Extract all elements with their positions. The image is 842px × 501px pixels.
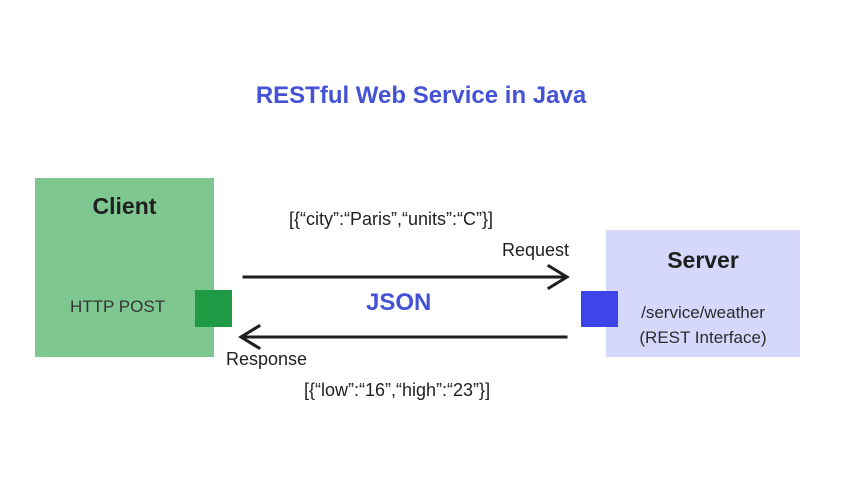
client-title: Client (92, 193, 157, 219)
diagram-title: RESTful Web Service in Java (255, 82, 587, 109)
request-payload: [{“city”:“Paris”,“units”:“C”}] (289, 209, 494, 229)
response-label: Response (226, 349, 308, 369)
request-label: Request (502, 240, 570, 260)
server-node: Server /service/weather (REST Interface) (606, 230, 800, 357)
server-details: /service/weather (REST Interface) (606, 300, 800, 350)
client-port (195, 290, 232, 327)
server-title: Server (667, 247, 739, 273)
client-method-label: HTTP POST (70, 297, 166, 316)
response-payload: [{“low”:“16”,“high”:“23”}] (304, 380, 491, 400)
server-endpoint: /service/weather (641, 303, 765, 322)
server-port (581, 291, 618, 327)
response-arrow (238, 323, 568, 351)
client-node: Client HTTP POST (35, 178, 214, 357)
request-arrow (242, 263, 570, 291)
json-label: JSON (366, 289, 432, 316)
server-interface-label: (REST Interface) (639, 328, 767, 347)
